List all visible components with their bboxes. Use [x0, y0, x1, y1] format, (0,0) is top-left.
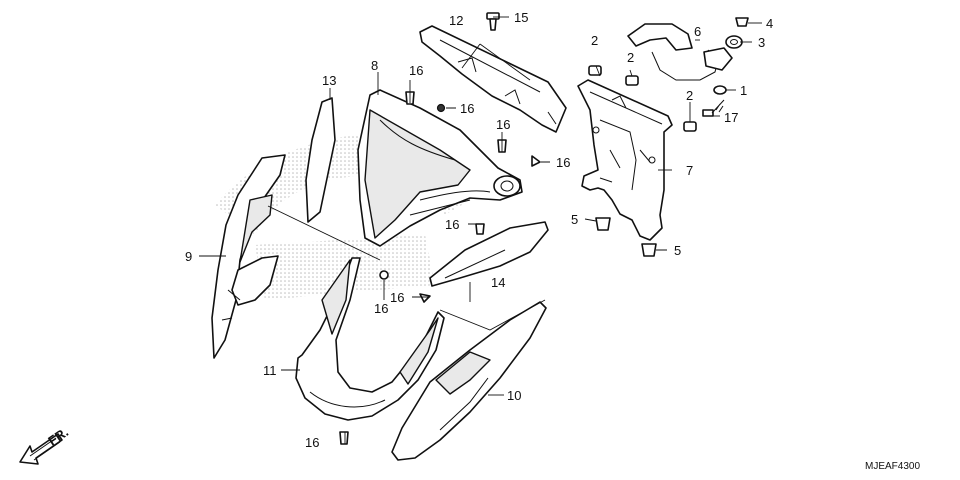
front-direction-arrow: FR. [19, 424, 71, 465]
callout-16h: 16 [305, 435, 319, 450]
part-14-inner-panel [429, 221, 549, 287]
part-11-lower-cowl [295, 257, 445, 421]
leader-lines [199, 16, 762, 444]
part-17-bolt [702, 99, 725, 117]
callout-17: 17 [724, 110, 738, 125]
callout-16g: 16 [374, 301, 388, 316]
callout-5a: 5 [571, 212, 578, 227]
callout-16e: 16 [445, 217, 459, 232]
part-13-side-panel [305, 97, 336, 223]
part-7-cowl-stay [577, 79, 673, 241]
callout-6: 6 [694, 24, 701, 39]
diagram-code: MJEAF4300 [865, 461, 920, 472]
part-5-grommets [595, 217, 657, 257]
callout-13: 13 [322, 73, 336, 88]
callout-9: 9 [185, 249, 192, 264]
callout-16d: 16 [556, 155, 570, 170]
callout-16c: 16 [496, 117, 510, 132]
callout-5b: 5 [674, 243, 681, 258]
part-15-bolt [486, 12, 500, 31]
callout-16f: 16 [390, 290, 404, 305]
part-10-right-side-cowl [391, 301, 547, 461]
callout-16b: 16 [460, 101, 474, 116]
callout-15: 15 [514, 10, 528, 25]
part-12-upper-bracket [419, 25, 567, 133]
callout-16a: 16 [409, 63, 423, 78]
part-8-upper-cowl [357, 89, 523, 247]
callout-8: 8 [371, 58, 378, 73]
callout-3: 3 [758, 35, 765, 50]
callout-2b: 2 [627, 50, 634, 65]
part-4-clip [735, 17, 749, 27]
callout-1: 1 [740, 83, 747, 98]
callout-7: 7 [686, 163, 693, 178]
callout-labels: 1 2 2 2 3 4 5 5 6 7 8 9 10 11 12 13 14 1… [185, 10, 773, 450]
part-1-collar [713, 85, 727, 95]
callout-11: 11 [263, 363, 277, 378]
part-6-upper-stay [627, 23, 733, 81]
callout-2c: 2 [686, 88, 693, 103]
callout-2a: 2 [591, 33, 598, 48]
part-3-grommet [725, 35, 743, 49]
callout-12: 12 [449, 13, 463, 28]
callout-4: 4 [766, 16, 773, 31]
part-9-left-side-cowl [211, 154, 286, 359]
callout-14: 14 [491, 275, 505, 290]
callout-10: 10 [507, 388, 521, 403]
